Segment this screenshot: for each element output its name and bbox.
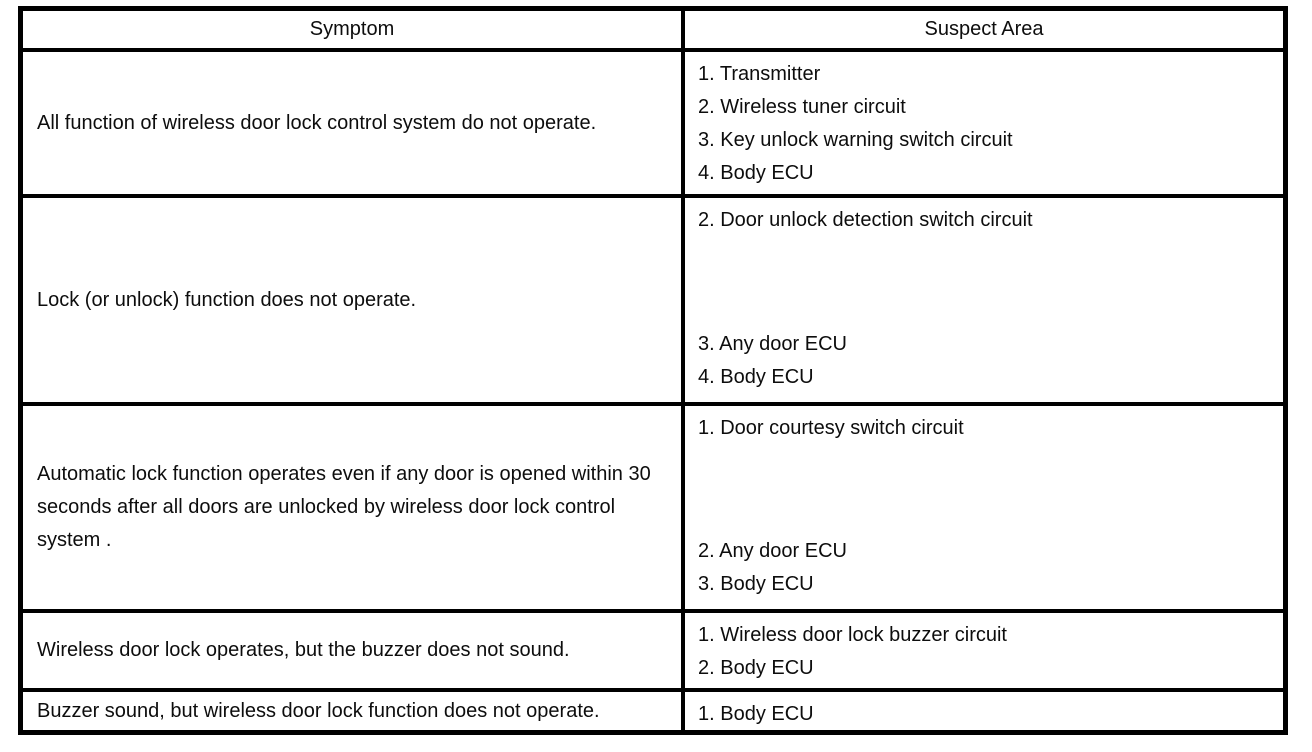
suspect-area-cell: 1. Body ECU	[685, 692, 1283, 730]
table-row: Wireless door lock operates, but the buz…	[23, 609, 1283, 688]
column-header-suspect-area: Suspect Area	[924, 18, 1044, 40]
suspect-area-cell: 1. Door courtesy switch circuit 2. Any d…	[685, 406, 1283, 609]
table-row: All function of wireless door lock contr…	[23, 48, 1283, 194]
table-row: Automatic lock function operates even if…	[23, 402, 1283, 609]
symptom-cell: All function of wireless door lock contr…	[23, 52, 685, 194]
suspect-item: 2. Wireless tuner circuit	[698, 96, 906, 118]
suspect-item: 3. Any door ECU	[698, 333, 847, 355]
symptom-cell: Buzzer sound, but wireless door lock fun…	[23, 692, 685, 730]
suspect-item: 1. Door courtesy switch circuit	[698, 417, 964, 439]
table-row: Buzzer sound, but wireless door lock fun…	[23, 688, 1283, 730]
suspect-area-cell: 2. Door unlock detection switch circuit …	[685, 198, 1283, 402]
symptom-suspect-table: Symptom Suspect Area All function of wir…	[18, 6, 1288, 735]
table-header-row: Symptom Suspect Area	[23, 11, 1283, 48]
symptom-cell: Automatic lock function operates even if…	[23, 406, 685, 609]
suspect-item: 4. Body ECU	[698, 162, 814, 184]
symptom-text: Buzzer sound, but wireless door lock fun…	[37, 699, 600, 722]
suspect-item: 1. Transmitter	[698, 63, 821, 85]
suspect-list-top: 1. Door courtesy switch circuit	[698, 412, 1273, 445]
suspect-area-cell: 1. Transmitter 2. Wireless tuner circuit…	[685, 52, 1283, 194]
suspect-item: 4. Body ECU	[698, 366, 814, 388]
symptom-text: Automatic lock function operates even if…	[37, 463, 651, 551]
symptom-text: All function of wireless door lock contr…	[37, 111, 597, 134]
suspect-list-bottom: 3. Any door ECU 4. Body ECU	[698, 328, 1273, 394]
suspect-list-top: 1. Wireless door lock buzzer circuit 2. …	[698, 619, 1273, 685]
suspect-item: 3. Body ECU	[698, 573, 814, 595]
symptom-text: Wireless door lock operates, but the buz…	[37, 639, 570, 661]
suspect-item: 2. Door unlock detection switch circuit	[698, 209, 1033, 231]
suspect-list-top: 2. Door unlock detection switch circuit	[698, 204, 1273, 237]
symptom-cell: Lock (or unlock) function does not opera…	[23, 198, 685, 402]
symptom-cell: Wireless door lock operates, but the buz…	[23, 613, 685, 688]
suspect-item: 3. Key unlock warning switch circuit	[698, 129, 1013, 151]
column-header-symptom: Symptom	[23, 11, 685, 48]
table-row: Lock (or unlock) function does not opera…	[23, 194, 1283, 402]
suspect-item: 1. Wireless door lock buzzer circuit	[698, 624, 1007, 646]
suspect-list-bottom: 2. Any door ECU 3. Body ECU	[698, 535, 1273, 601]
suspect-item: 1. Body ECU	[698, 703, 814, 725]
suspect-item: 2. Any door ECU	[698, 540, 847, 562]
suspect-list-top: 1. Transmitter 2. Wireless tuner circuit…	[698, 58, 1273, 190]
suspect-list-top: 1. Body ECU	[698, 698, 1273, 731]
suspect-item: 2. Body ECU	[698, 657, 814, 679]
symptom-text: Lock (or unlock) function does not opera…	[37, 288, 417, 311]
suspect-area-cell: 1. Wireless door lock buzzer circuit 2. …	[685, 613, 1283, 688]
